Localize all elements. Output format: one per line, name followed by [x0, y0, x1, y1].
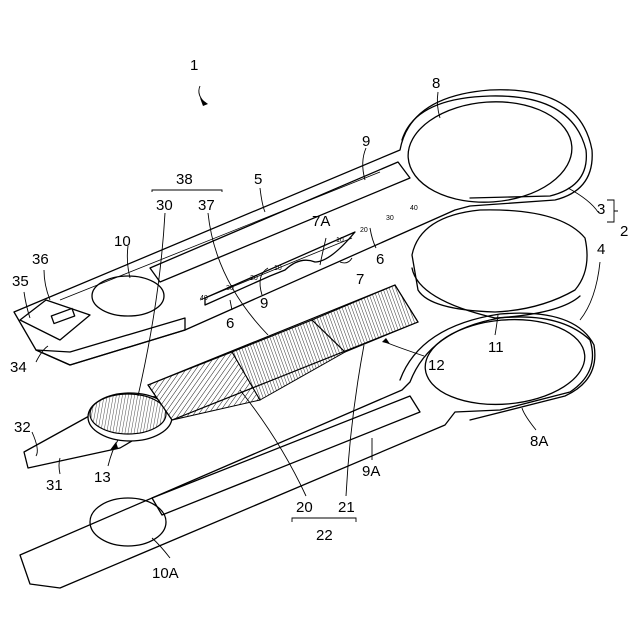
label-21: 21 — [338, 499, 355, 516]
tick-label: 40 — [200, 295, 208, 302]
tick-label: 30 — [386, 215, 394, 222]
label-4: 4 — [597, 241, 605, 258]
label-7: 7 — [356, 271, 364, 288]
label-7a: 7A — [312, 213, 330, 230]
label-9a: 9A — [362, 463, 380, 480]
label-5: 5 — [254, 171, 262, 188]
label-8: 8 — [432, 75, 440, 92]
label-31: 31 — [46, 477, 63, 494]
label-35: 35 — [12, 273, 29, 290]
label-34: 34 — [10, 359, 27, 376]
label-8a: 8A — [530, 433, 548, 450]
label-1: 1 — [190, 57, 198, 74]
label-10: 10 — [114, 233, 131, 250]
label-22: 22 — [316, 527, 333, 544]
disc — [412, 210, 587, 318]
tick-label: 20 — [250, 275, 258, 282]
arrow-icon — [200, 98, 208, 106]
label-13: 13 — [94, 469, 111, 486]
tick-label: 40 — [410, 205, 418, 212]
label-38: 38 — [176, 171, 193, 188]
label-2: 2 — [620, 223, 628, 240]
label-11: 11 — [488, 339, 504, 356]
label-12: 12 — [428, 357, 445, 374]
strip — [24, 393, 182, 468]
tick-label: 10 — [274, 265, 282, 272]
tick-label: 20 — [360, 227, 368, 234]
label-32: 32 — [14, 419, 31, 436]
arrow-icon — [382, 338, 390, 344]
label-20: 20 — [296, 499, 313, 516]
label-3: 3 — [597, 201, 605, 218]
label-9b: 9 — [260, 295, 268, 312]
label-6b: 6 — [226, 315, 234, 332]
label-37: 37 — [198, 197, 215, 214]
label-6: 6 — [376, 251, 384, 268]
label-9: 9 — [362, 133, 370, 150]
tick-label: 10 — [336, 237, 344, 244]
label-36: 36 — [32, 251, 49, 268]
label-30: 30 — [156, 197, 173, 214]
label-10a: 10A — [152, 565, 179, 582]
